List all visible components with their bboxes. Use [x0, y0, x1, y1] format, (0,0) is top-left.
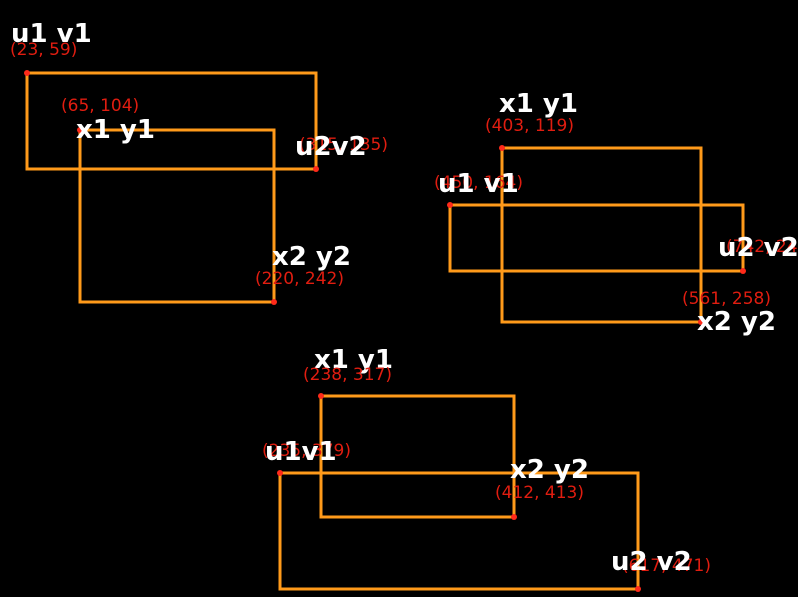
- uv-bottom-right-coord: (742, 240): [726, 237, 798, 257]
- uv-top-left-coord: (23, 59): [10, 40, 77, 60]
- group-1: u1 v1 (23, 59) (65, 104) x1 y1 (315, 135…: [10, 19, 388, 305]
- xy-top-left-point: [77, 127, 83, 133]
- uv-top-left-point: [277, 470, 283, 476]
- uv-top-left-point: [447, 202, 453, 208]
- uv-box: [448, 203, 745, 273]
- uv-top-left-coord: (450, 164): [434, 173, 523, 193]
- xy-top-left-coord: (65, 104): [61, 96, 139, 116]
- xy-bottom-right-coord: (412, 413): [495, 483, 584, 503]
- uv-bottom-right-label: u2 v2: [718, 233, 798, 263]
- uv-top-left-label: u1 v1: [11, 19, 92, 49]
- xy-box: [500, 146, 703, 324]
- xy-bottom-right-label: x2 y2: [697, 307, 776, 337]
- xy-top-left-label: x1 y1: [499, 89, 578, 119]
- uv-bottom-right-coord: (315, 135): [299, 135, 388, 155]
- uv-bottom-right-point: [740, 268, 746, 274]
- xy-top-left-label: x1 y1: [76, 115, 155, 145]
- uv-bottom-right-point: [635, 586, 641, 592]
- xy-box: [319, 394, 516, 519]
- uv-top-left-coord: (235, 379): [262, 441, 351, 461]
- xy-top-left-coord: (403, 119): [485, 116, 574, 136]
- uv-bottom-right-label: u2 v2: [611, 547, 692, 577]
- uv-box: [278, 471, 640, 591]
- uv-bottom-right-point: [313, 166, 319, 172]
- xy-bottom-right-coord: (561, 258): [682, 289, 771, 309]
- xy-top-left-point: [499, 145, 505, 151]
- uv-box: [25, 71, 318, 171]
- xy-top-left-label: x1 y1: [314, 345, 393, 375]
- xy-box: [78, 128, 276, 304]
- xy-bottom-right-coord: (220, 242): [255, 269, 344, 289]
- uv-bottom-right-coord: (617, 471): [622, 556, 711, 576]
- xy-bottom-right-label: x2 y2: [272, 242, 351, 272]
- xy-bottom-right-point: [271, 299, 277, 305]
- uv-top-left-label: u1v1: [265, 437, 337, 467]
- uv-bottom-right-label: u2v2: [295, 132, 367, 162]
- xy-top-left-point: [318, 393, 324, 399]
- xy-top-left-coord: (238, 317): [303, 365, 392, 385]
- group-2: x1 y1 (403, 119) (450, 164) u1 v1 (742, …: [434, 89, 798, 337]
- xy-bottom-right-label: x2 y2: [510, 455, 589, 485]
- xy-bottom-right-point: [698, 319, 704, 325]
- group-3: x1 y1 (238, 317) (235, 379) u1v1 x2 y2 (…: [262, 345, 711, 592]
- uv-top-left-label: u1 v1: [438, 169, 519, 199]
- xy-bottom-right-point: [511, 514, 517, 520]
- uv-top-left-point: [24, 70, 30, 76]
